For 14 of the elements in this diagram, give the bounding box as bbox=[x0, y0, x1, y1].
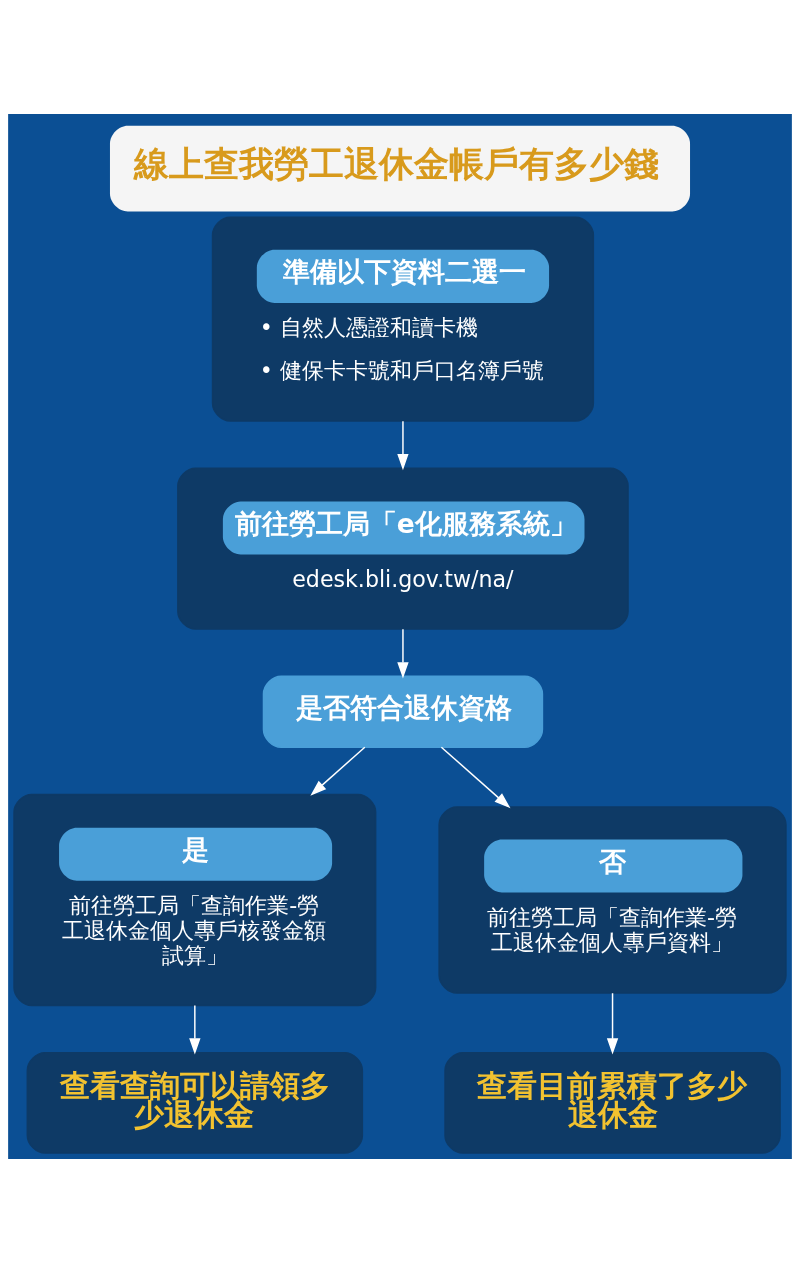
node-box: 否 前往勞工局「查詢作業-勞工退休金個人專戶資料」 bbox=[438, 806, 787, 994]
node-box: 前往勞工局「e化服務系統」 edesk.bli.gov.tw/na/ bbox=[177, 467, 629, 630]
arrow bbox=[397, 420, 409, 471]
node-box: 查看查詢可以請領多少退休金 bbox=[26, 1052, 364, 1154]
node-box: 查看目前累積了多少退休金 bbox=[444, 1052, 781, 1154]
node-box: 準備以下資料二選一 • 自然人憑證和讀卡機 • 健保卡卡號和戶口名簿戶號 bbox=[211, 216, 595, 422]
node-box: 是 前往勞工局「查詢作業-勞工退休金個人專戶核發金額試算」 bbox=[13, 793, 377, 1007]
arrow bbox=[310, 746, 366, 796]
node-box: 是否符合退休資格 bbox=[262, 675, 544, 748]
arrow bbox=[189, 1004, 201, 1055]
arrow bbox=[397, 628, 409, 679]
arrow bbox=[440, 746, 511, 809]
arrow bbox=[606, 992, 619, 1055]
diagram-title: 線上查我勞工退休金帳戶有多少錢 bbox=[134, 143, 660, 185]
